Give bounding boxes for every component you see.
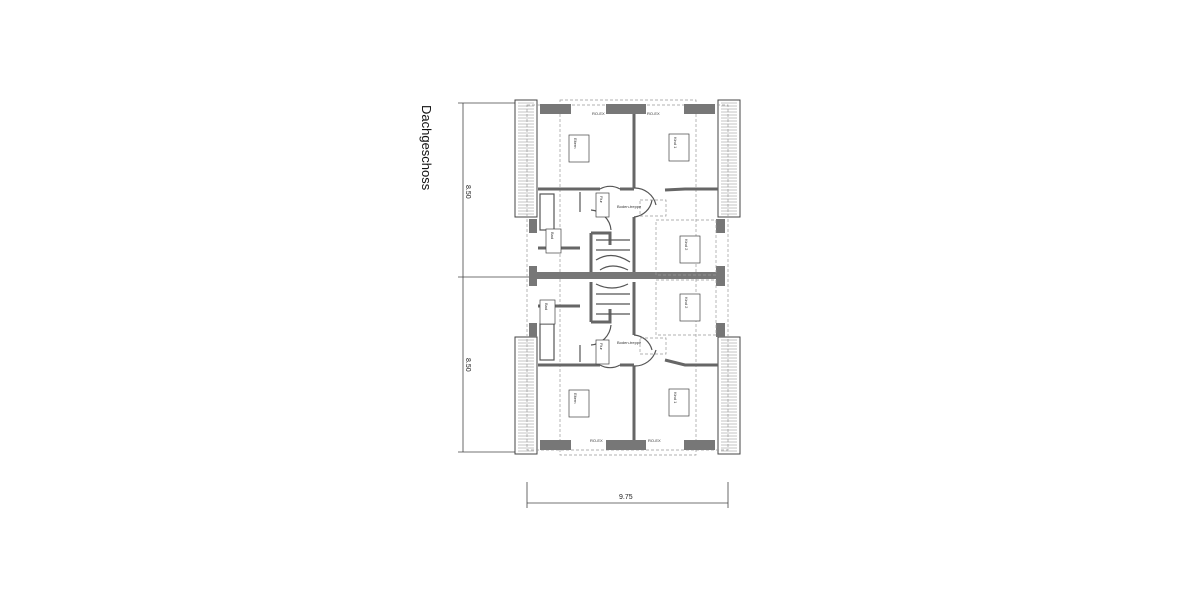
window-label: RO-EX xyxy=(592,111,605,116)
room-bodentreppe-upper: Boden-treppe xyxy=(617,204,642,209)
svg-text:Flur: Flur xyxy=(599,196,604,204)
room-eltern-upper: Eltern xyxy=(568,134,590,163)
svg-text:Flur: Flur xyxy=(599,343,604,351)
svg-text:Kind 2: Kind 2 xyxy=(684,297,689,309)
room-bodentreppe-lower: Boden-treppe xyxy=(617,340,642,345)
dim-upper: 8.50 xyxy=(464,185,471,199)
dim-lower: 8.50 xyxy=(464,358,471,372)
svg-text:Bad: Bad xyxy=(544,303,549,310)
room-kind2-lower: Kind 2 xyxy=(679,293,701,322)
rooms-lower: Eltern Kind 1 Kind 2 Bad Flur Boden-trep… xyxy=(539,293,701,443)
room-kind1-upper: Kind 1 xyxy=(668,133,690,162)
svg-text:Eltern: Eltern xyxy=(573,138,578,148)
dim-width: 9.75 xyxy=(619,494,633,501)
window-label: RO-EX xyxy=(647,111,660,116)
room-flur-lower: Flur xyxy=(595,339,610,365)
room-kind1-lower: Kind 1 xyxy=(668,388,690,417)
room-bad-upper: Bad xyxy=(545,228,562,254)
room-kind2-upper: Kind 2 xyxy=(679,235,701,264)
svg-text:Eltern: Eltern xyxy=(573,393,578,403)
vertical-dimension: 8.50 8.50 xyxy=(458,102,530,453)
room-flur-upper: Flur xyxy=(595,192,610,218)
svg-text:Kind 1: Kind 1 xyxy=(673,392,678,404)
window-label: RO-EX xyxy=(590,438,603,443)
horizontal-dimension: 9.75 xyxy=(526,482,729,508)
svg-text:Kind 1: Kind 1 xyxy=(673,137,678,149)
svg-text:Kind 2: Kind 2 xyxy=(684,239,689,251)
walls xyxy=(529,104,725,450)
rooms-upper: Eltern Kind 1 Kind 2 Bad Flur Boden-trep… xyxy=(545,111,701,264)
window-label: RO-EX xyxy=(648,438,661,443)
roof-dormers xyxy=(514,99,741,455)
svg-text:Bad: Bad xyxy=(550,232,555,239)
plan-title: Dachgeschoss xyxy=(419,105,434,191)
room-bad-lower: Bad xyxy=(539,299,556,325)
room-eltern-lower: Eltern xyxy=(568,389,590,418)
